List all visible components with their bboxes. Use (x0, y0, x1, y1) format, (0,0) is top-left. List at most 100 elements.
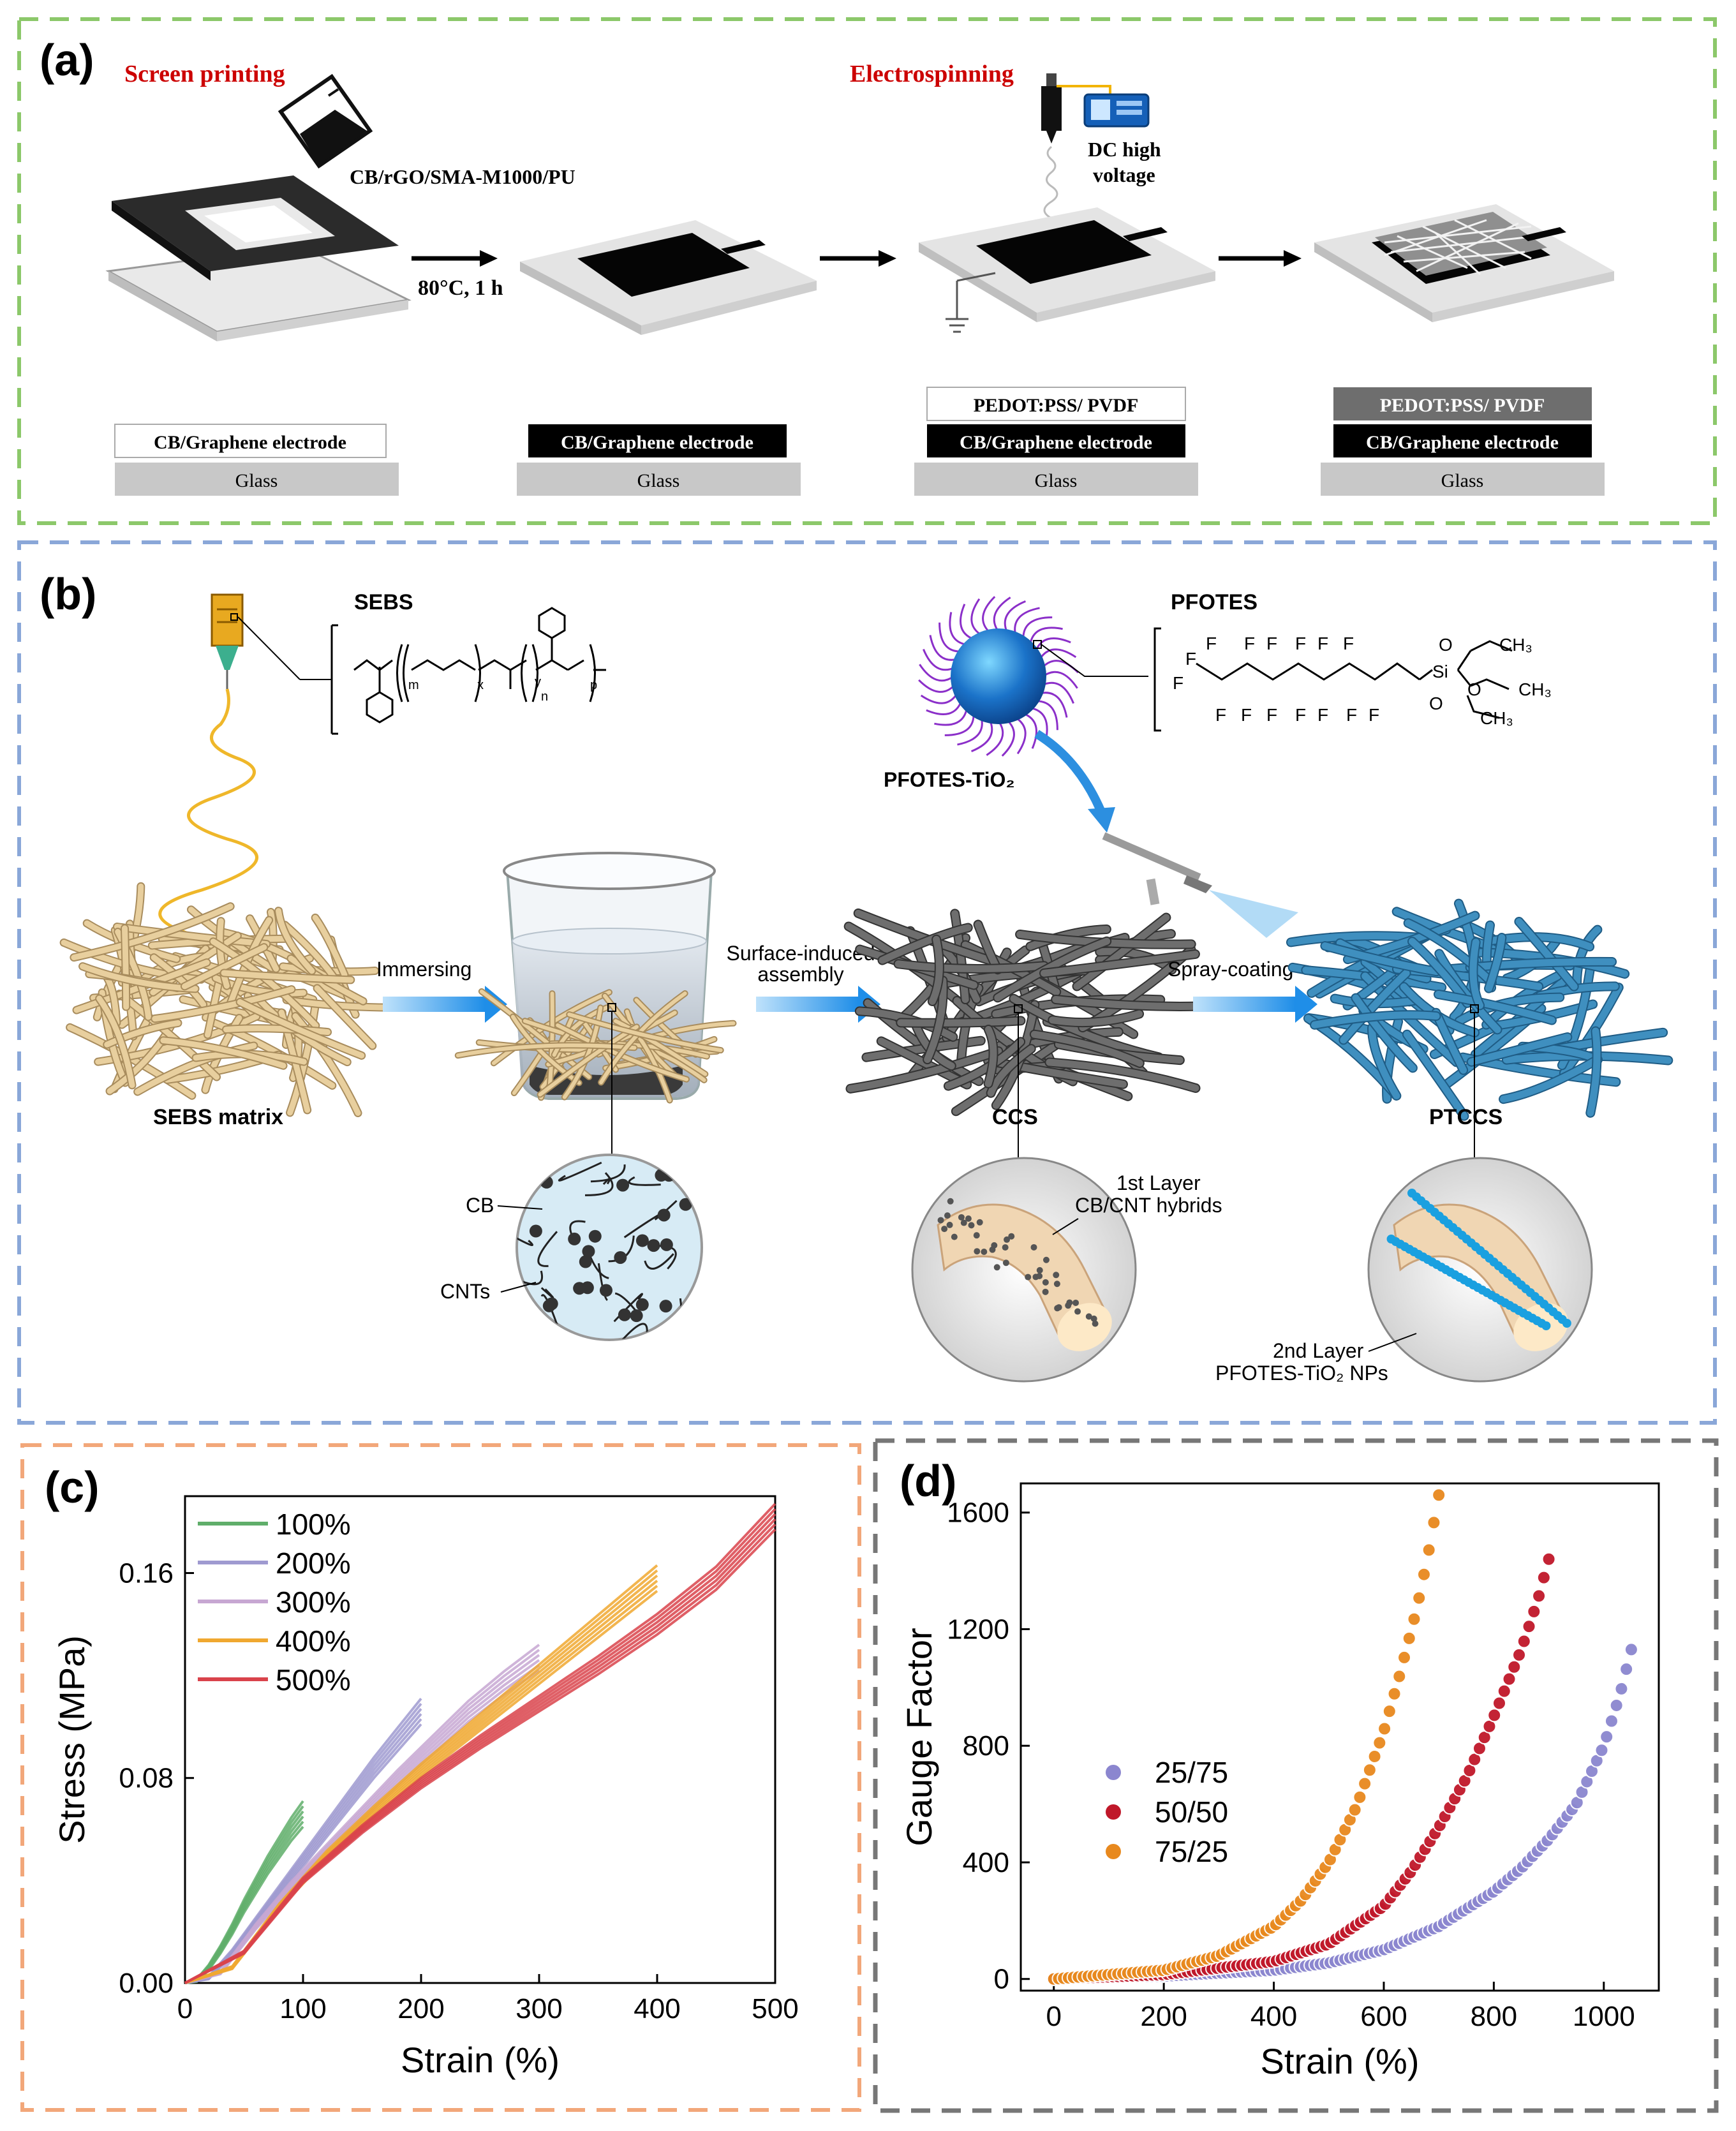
panel-a-border (17, 17, 1717, 525)
legend-marker (1106, 1804, 1121, 1820)
x-tick-label: 500 (752, 1993, 798, 2024)
pfotes-f12: F (1295, 705, 1306, 725)
y-tick-label: 1600 (947, 1497, 1009, 1529)
legend-label: 100% (276, 1508, 351, 1541)
plot-frame (1020, 1482, 1660, 1992)
immersing-label: Immersing (376, 958, 471, 981)
data-point (1609, 1698, 1624, 1712)
ink-label: CB/rGO/SMA-M1000/PU (350, 165, 575, 188)
stack-3-pedot: PEDOT:PSS/ PVDF (974, 395, 1139, 416)
data-point (1594, 1743, 1609, 1758)
beaker-illustration (454, 852, 737, 1155)
stack-1-electrode: CB/Graphene electrode (154, 432, 346, 453)
data-point (1372, 1735, 1387, 1750)
pfotes-tio2-label: PFOTES-TiO₂ (884, 768, 1015, 791)
legend-marker (1106, 1844, 1121, 1859)
legend-label: 50/50 (1155, 1795, 1228, 1829)
data-point (1532, 1589, 1547, 1603)
x-tick-label: 0 (1046, 2001, 1061, 2032)
pfotes-f14: F (1346, 705, 1357, 725)
series-2 (1046, 1488, 1446, 1986)
data-point (1487, 1708, 1502, 1723)
stack-3: PEDOT:PSS/ PVDF CB/Graphene electrode Gl… (914, 387, 1198, 496)
data-point (1407, 1612, 1421, 1626)
pfotes-f5: F (1266, 634, 1277, 653)
sebs-sub-x: x (477, 678, 484, 692)
stack-2: CB/Graphene electrode Glass (517, 424, 801, 496)
series-1 (184, 1697, 422, 1984)
panel-a: (a) Screen printing Electrospinning CB/r… (17, 17, 1717, 525)
series-line (184, 1703, 422, 1984)
data-point (1522, 1619, 1536, 1634)
y-tick-label: 800 (963, 1730, 1009, 1762)
pfotes-o2: O (1467, 679, 1481, 699)
condition-label: 80°C, 1 h (418, 276, 503, 300)
data-point (1382, 1704, 1397, 1719)
electrospinning-needle-icon (158, 593, 258, 943)
arrow-step-1 (412, 250, 498, 267)
layer1-label-2: CB/CNT hybrids (1075, 1194, 1222, 1217)
x-tick-label: 400 (634, 1993, 680, 2024)
data-point (1492, 1696, 1506, 1711)
ptccs-illustration (1286, 898, 1673, 1121)
stack-3-glass: Glass (1035, 470, 1078, 491)
x-tick-label: 300 (516, 1993, 562, 2024)
pfotes-f3: F (1173, 673, 1183, 693)
series-1 (1046, 1552, 1556, 1986)
legend-label: 400% (276, 1624, 351, 1658)
pfotes-si: Si (1432, 662, 1448, 681)
data-point (1427, 1515, 1441, 1530)
spray-label: Spray-coating (1168, 958, 1293, 981)
data-point (1517, 1634, 1531, 1649)
data-point (1624, 1642, 1638, 1657)
x-axis-label: Strain (%) (1261, 2041, 1420, 2081)
stack-1-glass: Glass (235, 470, 278, 491)
x-tick-label: 1000 (1573, 2001, 1635, 2032)
cb-label: CB (466, 1194, 494, 1217)
ccs-label: CCS (992, 1105, 1038, 1129)
data-point (1527, 1604, 1541, 1619)
data-point (1599, 1730, 1614, 1744)
x-tick-label: 200 (1140, 2001, 1187, 2032)
ptccs-zoom-illustration (1367, 1157, 1593, 1383)
ccs-illustration (843, 908, 1224, 1117)
pfotes-f13: F (1317, 705, 1328, 725)
x-tick-label: 400 (1250, 2001, 1297, 2032)
x-tick-label: 0 (177, 1993, 193, 2024)
pfotes-f1: F (1206, 634, 1217, 653)
pfotes-tio2-particle-icon (918, 596, 1079, 757)
pfotes-f8: F (1343, 634, 1354, 653)
pfotes-o1: O (1439, 635, 1453, 655)
series-4 (184, 1503, 776, 1984)
data-point (1347, 1802, 1362, 1817)
y-tick-label: 400 (963, 1847, 1009, 1878)
stack-3-electrode: CB/Graphene electrode (960, 432, 1152, 453)
data-point (1377, 1721, 1392, 1736)
data-point (1619, 1662, 1634, 1677)
series-line (184, 1800, 304, 1984)
series-line (184, 1713, 422, 1984)
pfotes-f2: F (1185, 649, 1196, 669)
layer2-label-1: 2nd Layer (1273, 1339, 1364, 1362)
arrow-surface (756, 986, 880, 1023)
legend-marker (1106, 1765, 1121, 1780)
pfotes-f15: F (1369, 705, 1379, 725)
stack-4-electrode: CB/Graphene electrode (1366, 432, 1559, 453)
panel-d-label: (d) (900, 1456, 956, 1506)
pfotes-f11: F (1266, 705, 1277, 725)
pfotes-structure (1154, 627, 1513, 732)
arrow-step-2 (820, 250, 896, 267)
data-point (1507, 1660, 1522, 1674)
plot-frame (184, 1495, 776, 1984)
sebs-structure (330, 607, 606, 735)
surface-label-1: Surface-induced (726, 942, 875, 965)
stack-4: PEDOT:PSS/ PVDF CB/Graphene electrode Gl… (1321, 387, 1605, 496)
sebs-sub-m: m (408, 678, 419, 692)
data-point (1353, 1790, 1367, 1804)
dc-voltage-line2: voltage (1093, 163, 1155, 186)
cb-cnt-zoom-illustration (516, 1154, 703, 1341)
data-point (1536, 1570, 1551, 1585)
printed-electrode-illustration (520, 220, 817, 335)
